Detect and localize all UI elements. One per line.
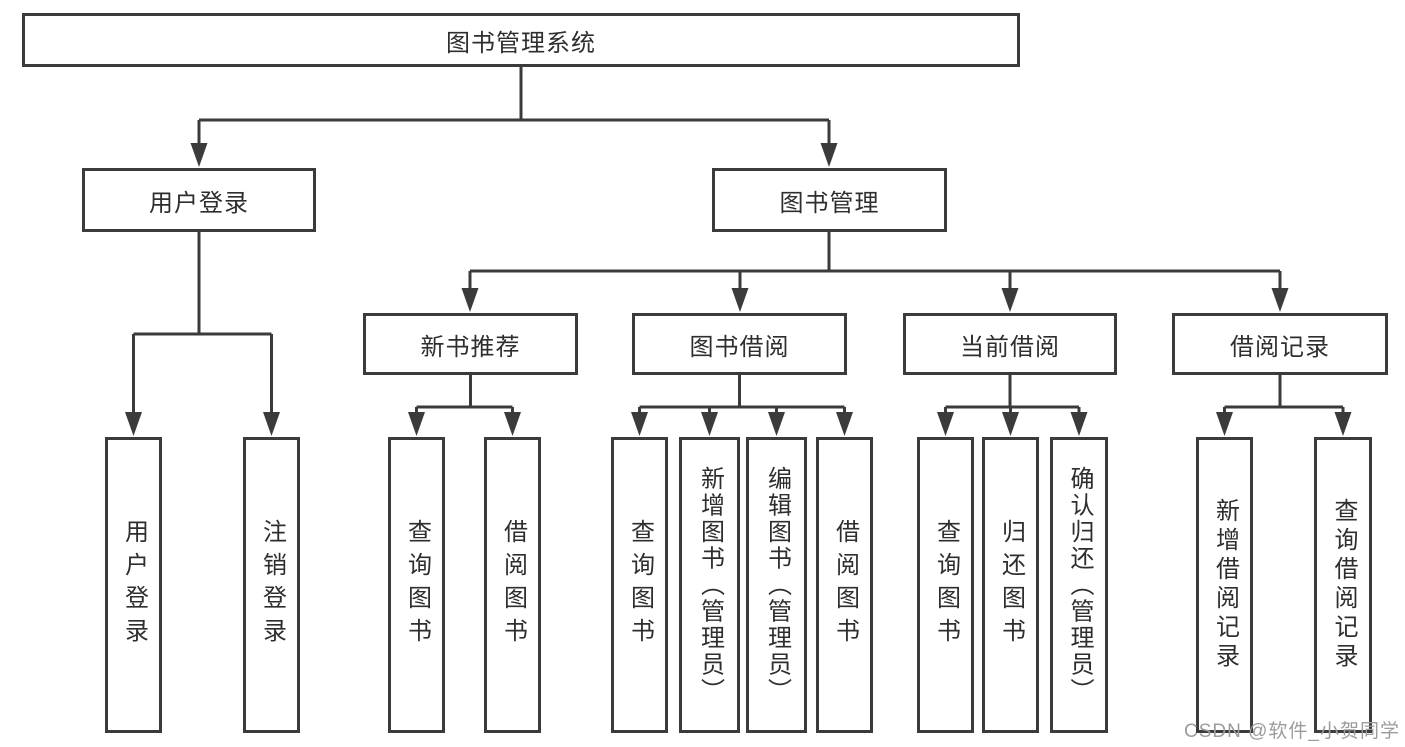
node-label: 借阅记录 [1230,333,1330,361]
connector-new-recs-to-leaves [408,375,521,436]
node-label: 图书管理 [779,189,880,217]
leaf-confirm-return-admin: 确认归还（管理员） [1050,437,1108,733]
leaf-label: 确认归还（管理员） [1066,465,1093,705]
leaf-label: 归还图书 [997,519,1025,651]
leaf-query-books-current: 查询图书 [917,437,974,733]
node-label: 用户登录 [149,189,249,217]
leaf-logout: 注销登录 [243,437,300,733]
leaf-borrow-books: 借阅图书 [816,437,873,733]
connector-root-to-level2 [190,67,838,167]
leaf-label: 查询图书 [626,519,654,651]
node-borrowing-records: 借阅记录 [1172,313,1388,375]
leaf-label: 注销登录 [258,519,286,651]
leaf-label: 查询图书 [932,519,960,651]
node-label: 图书借阅 [689,333,790,361]
node-current-borrowing: 当前借阅 [903,313,1117,375]
node-user-login: 用户登录 [82,168,316,232]
leaf-return-books: 归还图书 [982,437,1039,733]
node-label: 图书管理系统 [446,29,596,57]
leaf-query-books-recs: 查询图书 [388,437,445,733]
leaf-query-books-borrow: 查询图书 [611,437,668,733]
connector-current-borrow-to-leaves [937,375,1088,436]
leaf-add-books-admin: 新增图书（管理员） [679,437,740,733]
leaf-add-borrow-record: 新增借阅记录 [1196,437,1253,733]
node-library-management-system: 图书管理系统 [22,13,1020,67]
leaf-edit-books-admin: 编辑图书（管理员） [746,437,807,733]
leaf-user-login: 用户登录 [105,437,162,733]
node-new-book-recommendation: 新书推荐 [363,313,578,375]
leaf-label: 新增图书（管理员） [696,465,724,705]
watermark: CSDN @软件_小贺同学 [1184,721,1400,742]
connector-user-login-to-leaves [125,232,280,436]
node-label: 新书推荐 [420,333,521,361]
leaf-label: 借阅图书 [499,519,527,651]
leaf-label: 新增借阅记录 [1211,498,1239,672]
leaf-label: 查询图书 [403,519,431,651]
connector-borrow-records-to-leaves [1216,375,1352,436]
leaf-borrow-books-recs: 借阅图书 [484,437,541,733]
node-label: 当前借阅 [960,333,1060,361]
connector-book-borrow-to-leaves [631,375,853,436]
connector-book-mgmt-to-level3 [461,232,1289,312]
leaf-label: 用户登录 [120,519,148,651]
leaf-label: 编辑图书（管理员） [763,465,791,705]
node-book-management: 图书管理 [712,168,947,232]
node-book-borrowing: 图书借阅 [632,313,847,375]
leaf-label: 查询借阅记录 [1330,498,1357,672]
leaf-query-borrow-record: 查询借阅记录 [1314,437,1372,733]
leaf-label: 借阅图书 [831,519,859,651]
